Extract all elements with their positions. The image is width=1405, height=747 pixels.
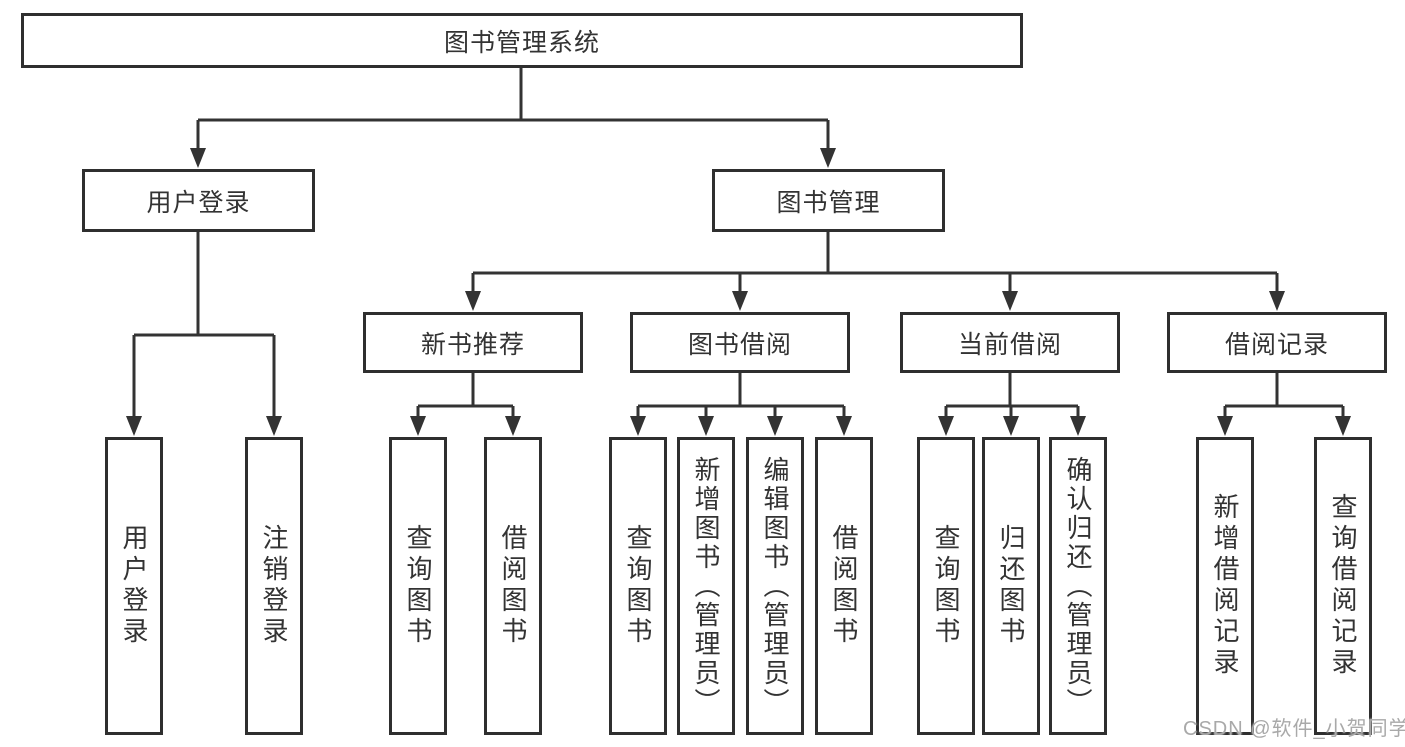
arrowheads	[126, 148, 1351, 436]
leaf-cb-confirm-return-admin: 确认归还（管理员）	[1049, 437, 1107, 735]
leaf-br-query-record: 查询借阅记录	[1314, 437, 1372, 735]
leaf-bb-borrow-books: 借阅图书	[815, 437, 873, 735]
leaf-br-add-record: 新增借阅记录	[1196, 437, 1254, 735]
node-root: 图书管理系统	[21, 13, 1023, 68]
leaf-nbr-borrow-books: 借阅图书	[484, 437, 542, 735]
node-book-borrowing: 图书借阅	[630, 312, 850, 373]
node-borrowing-records: 借阅记录	[1167, 312, 1387, 373]
node-current-borrowing: 当前借阅	[900, 312, 1120, 373]
leaf-cb-return-books: 归还图书	[982, 437, 1040, 735]
leaf-bb-add-books-admin: 新增图书（管理员）	[677, 437, 735, 735]
leaf-nbr-query-books: 查询图书	[389, 437, 447, 735]
leaf-bb-edit-books-admin: 编辑图书（管理员）	[746, 437, 804, 735]
leaf-logout: 注销登录	[245, 437, 303, 735]
leaf-cb-query-books: 查询图书	[917, 437, 975, 735]
leaf-user-login: 用户登录	[105, 437, 163, 735]
node-book-management: 图书管理	[712, 169, 945, 232]
watermark: CSDN @软件_小贺同学	[1183, 718, 1405, 740]
leaf-bb-query-books: 查询图书	[609, 437, 667, 735]
node-new-book-recommendation: 新书推荐	[363, 312, 583, 373]
node-user-login: 用户登录	[82, 169, 315, 232]
